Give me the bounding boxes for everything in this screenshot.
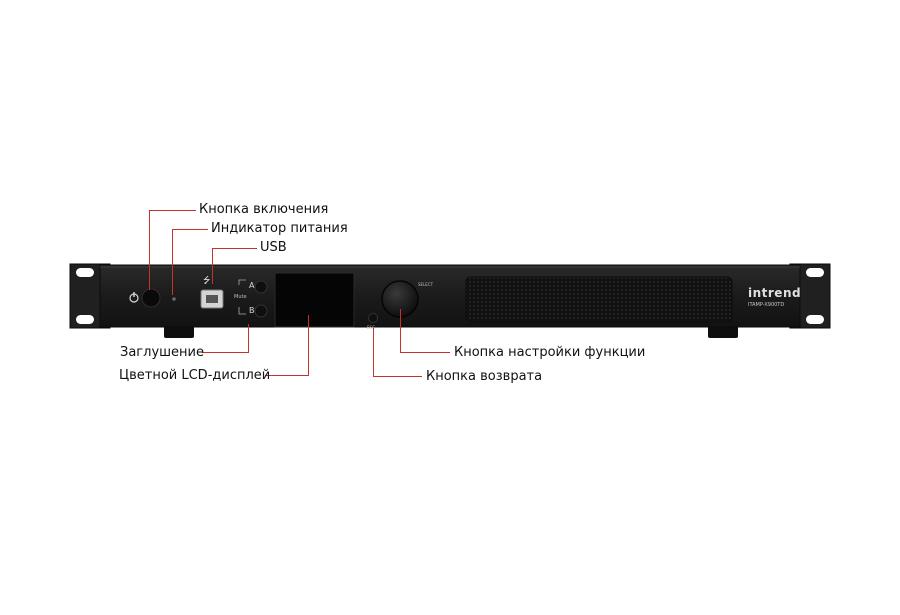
leader-back-v bbox=[373, 328, 374, 377]
leader-power-indicator-h bbox=[172, 229, 208, 230]
callout-power-button: Кнопка включения bbox=[199, 202, 329, 217]
foot-right bbox=[708, 326, 738, 338]
power-button[interactable] bbox=[141, 288, 161, 308]
rack-hole-right-top bbox=[806, 268, 824, 277]
mute-button-a[interactable] bbox=[254, 280, 268, 294]
callout-lcd-display: Цветной LCD-дисплей bbox=[119, 368, 271, 383]
esc-label: ESC bbox=[367, 325, 375, 330]
foot-left bbox=[164, 326, 194, 338]
lcd-display bbox=[274, 272, 355, 328]
leader-knob-v bbox=[400, 309, 401, 353]
leader-power-indicator-v bbox=[172, 229, 173, 295]
back-button[interactable] bbox=[368, 313, 378, 323]
usb-symbol: ⭍ bbox=[203, 276, 211, 286]
button-b-label: B bbox=[249, 306, 255, 315]
leader-back-h bbox=[373, 376, 422, 377]
power-icon bbox=[129, 292, 139, 303]
callout-mute: Заглушение bbox=[120, 345, 204, 360]
callout-function-knob: Кнопка настройки функции bbox=[454, 345, 646, 360]
leader-lcd-v bbox=[308, 315, 309, 376]
callout-usb: USB bbox=[260, 240, 287, 255]
leader-mute-h bbox=[202, 352, 249, 353]
mute-label: Mute bbox=[234, 294, 247, 300]
model-label: ITAMP-X900TD bbox=[748, 302, 785, 308]
callout-power-indicator: Индикатор питания bbox=[211, 221, 348, 236]
callout-back-button: Кнопка возврата bbox=[426, 369, 543, 384]
leader-usb-h bbox=[212, 248, 257, 249]
leader-usb-v bbox=[212, 248, 213, 284]
rack-hole-left-top bbox=[76, 268, 94, 277]
rack-hole-left-bottom bbox=[76, 315, 94, 324]
select-label: SELECT bbox=[418, 282, 434, 287]
mute-button-b[interactable] bbox=[254, 304, 268, 318]
leader-power-button-v bbox=[149, 210, 150, 290]
leader-knob-h bbox=[400, 352, 450, 353]
leader-power-button-h bbox=[149, 210, 196, 211]
leader-lcd-h bbox=[265, 375, 309, 376]
leader-mute-v bbox=[248, 324, 249, 353]
brand-logo: intrend bbox=[748, 286, 802, 300]
rack-hole-right-bottom bbox=[806, 315, 824, 324]
power-indicator-led bbox=[172, 297, 176, 301]
button-a-label: A bbox=[249, 281, 255, 290]
vent-grille bbox=[465, 276, 733, 323]
